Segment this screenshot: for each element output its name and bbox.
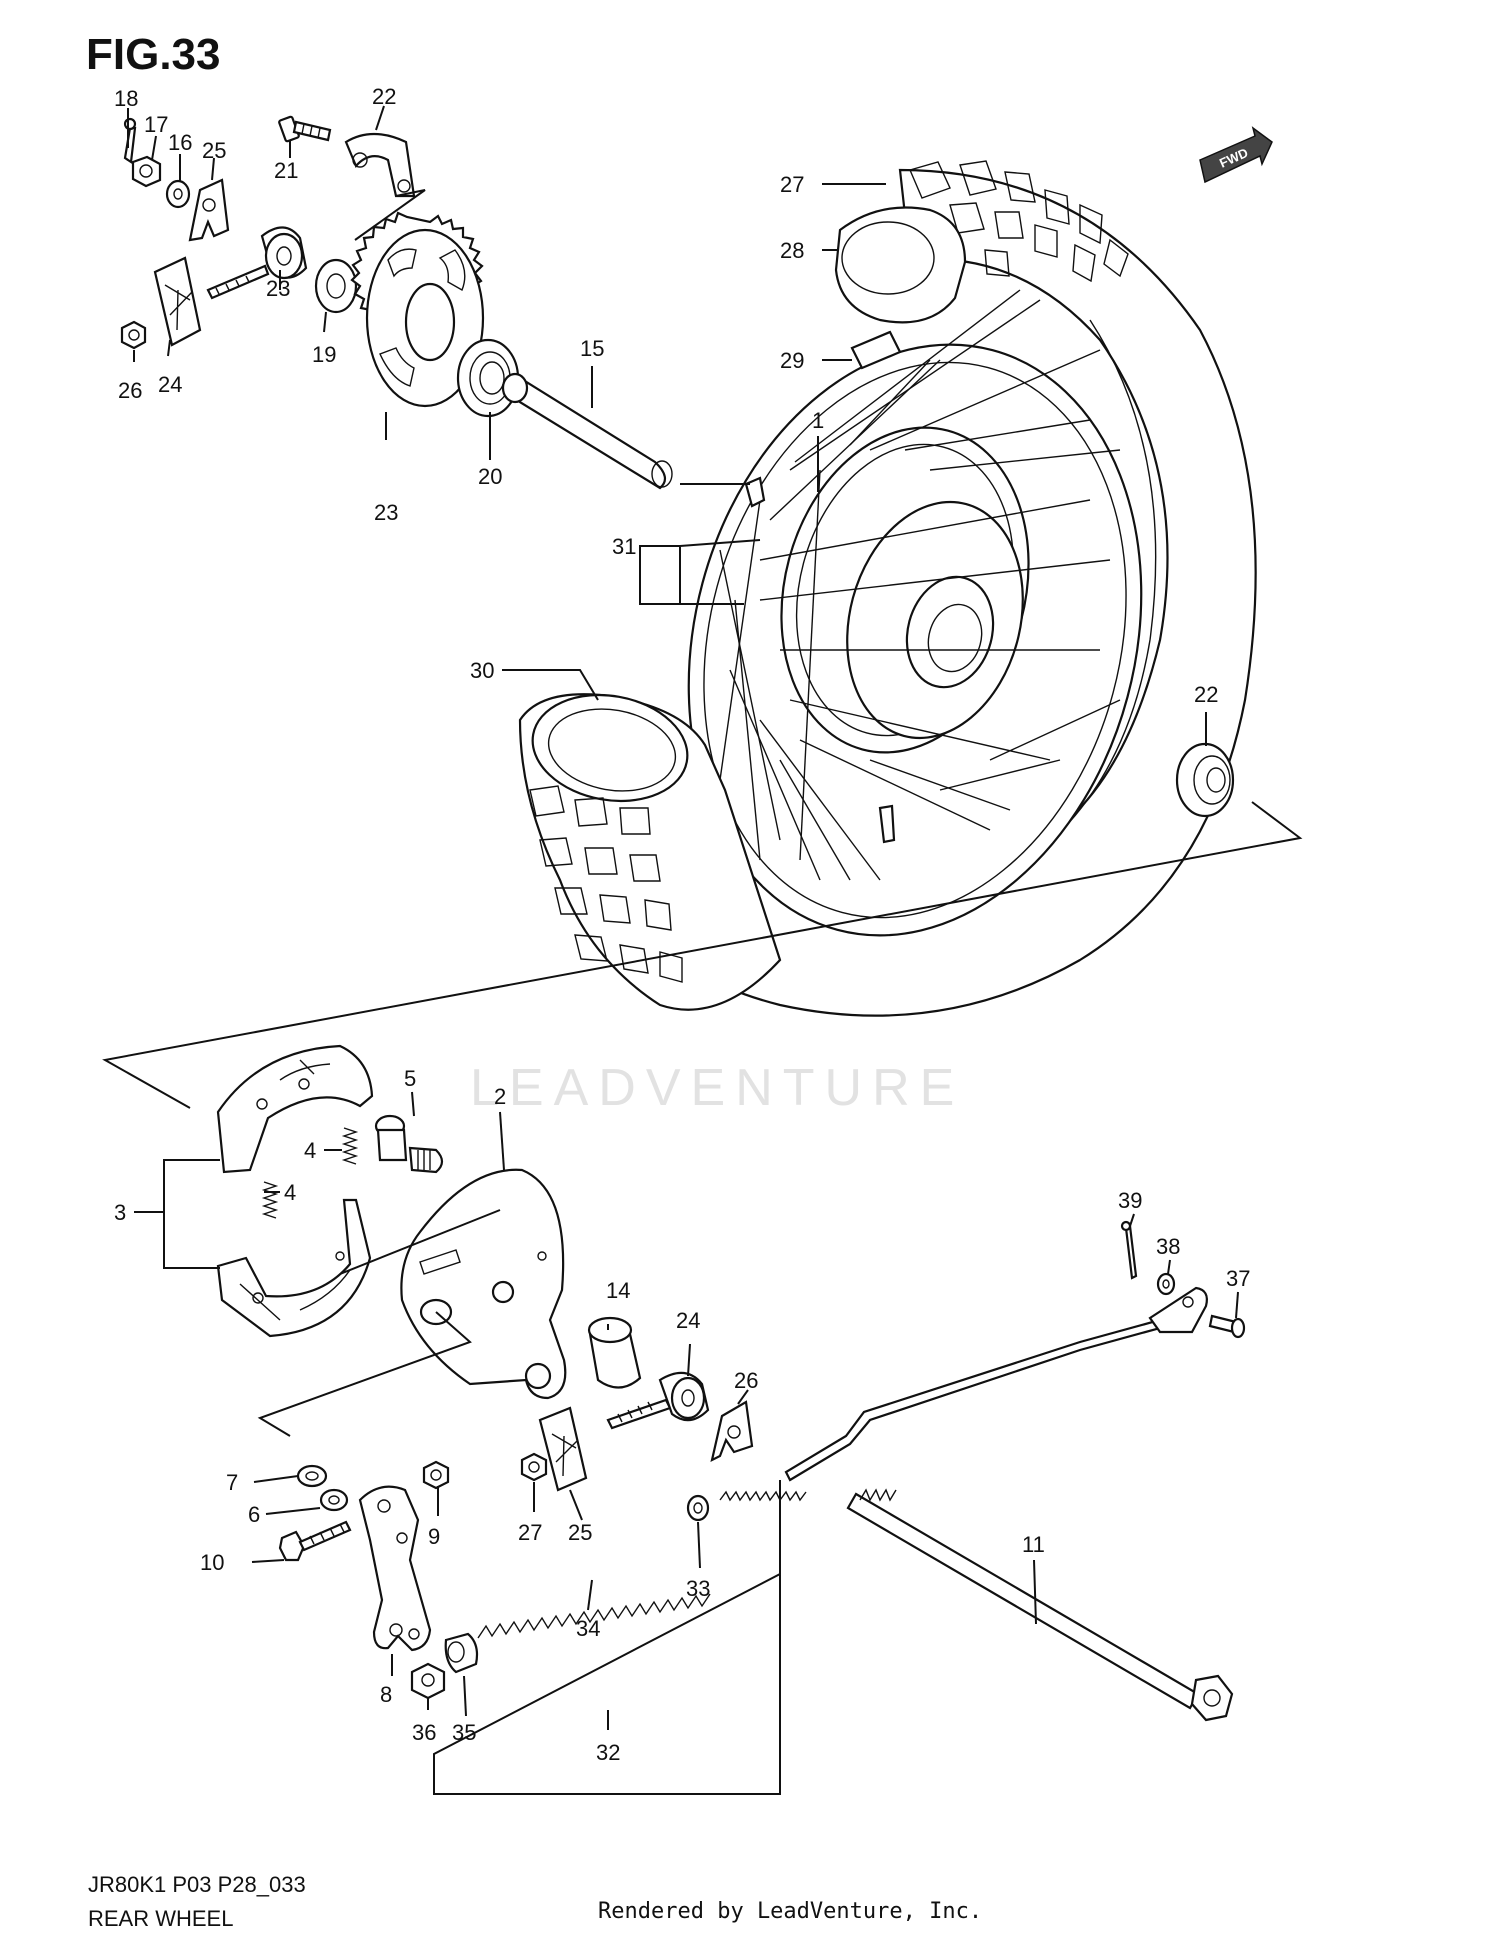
callout-8: 7 <box>226 1470 238 1495</box>
callout-30: 30 <box>470 658 494 683</box>
model-code: JR80K1 P03 P28_033 <box>88 1872 306 1897</box>
washer-part <box>686 1494 710 1522</box>
callout-23-lower: 24 <box>676 1308 700 1333</box>
washer-part <box>165 179 191 209</box>
callout-17: 19 <box>312 342 336 367</box>
spacer-part <box>314 258 358 314</box>
callout-18: 22 <box>1194 682 1218 707</box>
callout-20: 23 <box>374 500 398 525</box>
callout-37: 37 <box>1226 1266 1250 1291</box>
return-spring-part <box>341 1127 359 1165</box>
brake-panel-part <box>400 1168 567 1400</box>
callout-33: 33 <box>686 1576 710 1601</box>
callout-22: 22 <box>372 84 396 109</box>
section-name: REAR WHEEL <box>88 1906 234 1931</box>
callout-25-top: 25 <box>202 138 226 163</box>
callout-34: 34 <box>576 1616 600 1641</box>
adjuster-bolt-part <box>206 226 308 300</box>
callout-24-lower: 25 <box>568 1520 592 1545</box>
brake-shoe-lower-part <box>216 1198 372 1338</box>
nut-part <box>520 1452 548 1482</box>
brake-arm-bolt-part <box>278 1520 352 1562</box>
callout-6: 8 <box>380 1682 392 1707</box>
collar-part <box>587 1316 642 1389</box>
callout-24-top: 24 <box>158 372 182 397</box>
callout-26-top: 26 <box>118 378 142 403</box>
callout-28: 28 <box>780 238 804 263</box>
callout-23-top: 23 <box>266 276 290 301</box>
rear-sprocket-part <box>350 211 485 408</box>
chain-adjuster-part <box>538 1406 588 1492</box>
callout-39: 39 <box>1118 1188 1142 1213</box>
callout-19: 20 <box>478 464 502 489</box>
callout-3: 3 <box>114 1200 126 1225</box>
adjuster-plate-part <box>710 1400 754 1463</box>
clevis-pin-part <box>1208 1314 1246 1339</box>
brake-cam-part <box>374 1114 444 1174</box>
brake-pedal-clevis-part <box>1148 1286 1208 1334</box>
wheel-bearing-part <box>1175 742 1235 818</box>
callout-14: 18 <box>114 86 138 111</box>
callout-4-lower: 4 <box>284 1180 296 1205</box>
tire-part <box>518 693 782 1011</box>
watermark-text: LEADVENTURE <box>470 1059 965 1117</box>
callout-9: 9 <box>428 1524 440 1549</box>
adjuster-plate-part <box>188 178 230 242</box>
callout-5: 5 <box>404 1066 416 1091</box>
brake-rod-joint-part <box>444 1632 479 1674</box>
callout-1: 1 <box>812 408 824 433</box>
callout-11: 11 <box>1022 1532 1045 1557</box>
callout-35: 35 <box>452 1720 476 1745</box>
brake-shoe-upper-part <box>216 1044 374 1174</box>
callout-10: 10 <box>200 1550 224 1575</box>
washer-part <box>296 1464 328 1488</box>
callout-38: 38 <box>1156 1234 1180 1259</box>
figure-title: FIG.33 <box>86 30 221 79</box>
nut-part <box>120 320 147 350</box>
lock-washer-part <box>344 132 416 198</box>
callout-26-lower: 27 <box>518 1520 542 1545</box>
callout-32: 32 <box>596 1740 620 1765</box>
axle-nut-part <box>131 155 162 188</box>
inner-tube-part <box>834 206 967 324</box>
callout-15: 14 <box>606 1278 630 1303</box>
adjust-nut-part <box>410 1662 446 1700</box>
rim-band-part <box>850 330 902 370</box>
adjuster-bolt-part <box>606 1371 710 1430</box>
rear-wheel-part <box>558 160 1257 1017</box>
callout-36: 36 <box>412 1720 436 1745</box>
cotter-pin-part <box>123 117 137 164</box>
callout-27: 27 <box>780 172 804 197</box>
callout-2: 2 <box>494 1084 506 1109</box>
callout-7: 6 <box>248 1502 260 1527</box>
washer-part <box>1156 1272 1176 1296</box>
brake-rod-spring-part <box>477 1593 711 1639</box>
cotter-pin-part <box>1120 1220 1138 1280</box>
forward-direction-icon: FWD <box>1199 126 1273 184</box>
callout-25-lower: 26 <box>734 1368 758 1393</box>
callout-31: 31 <box>612 534 636 559</box>
rear-axle-part <box>846 1488 1234 1722</box>
chain-adjuster-part <box>153 256 202 347</box>
callout-12: 16 <box>168 130 192 155</box>
callout-29: 29 <box>780 348 804 373</box>
callout-16: 15 <box>580 336 604 361</box>
return-spring-part <box>261 1181 279 1219</box>
callout-4-upper: 4 <box>304 1138 316 1163</box>
rendered-by-credit: Rendered by LeadVenture, Inc. <box>598 1899 983 1924</box>
washer-part <box>319 1488 349 1512</box>
nut-part <box>422 1460 450 1490</box>
callout-21: 21 <box>274 158 298 183</box>
brake-arm-part <box>358 1485 432 1652</box>
spacer-tube-part <box>501 372 673 490</box>
callout-13: 17 <box>144 112 168 137</box>
sprocket-bolt-part <box>278 115 332 143</box>
